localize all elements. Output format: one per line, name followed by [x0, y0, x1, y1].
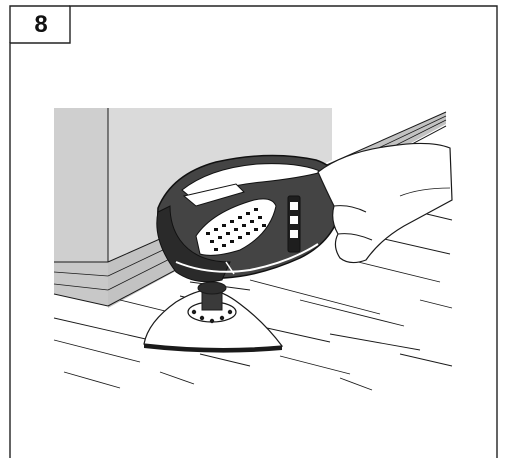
step-number-label: 8: [34, 11, 48, 38]
